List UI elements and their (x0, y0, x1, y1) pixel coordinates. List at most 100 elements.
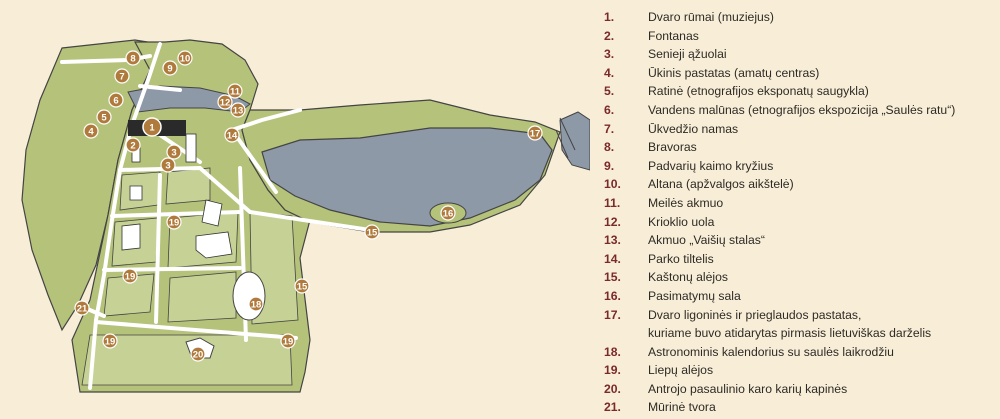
legend-item-text: Antrojo pasaulinio karo karių kapinės (648, 381, 848, 396)
legend-item-text: Ūkvedžio namas (648, 121, 739, 136)
svg-text:18: 18 (251, 300, 262, 311)
legend-item-text: Fontanas (648, 28, 699, 43)
svg-text:6: 6 (113, 96, 118, 107)
legend-item: 19. Liepų alėjos (604, 361, 996, 380)
legend-item-number: 21. (604, 400, 621, 415)
marker-11[interactable]: 11 (227, 83, 243, 99)
legend-item-number: 10. (604, 177, 621, 192)
legend-item: 10.Altana (apžvalgos aikštelė) (604, 175, 996, 194)
legend-item-number: 5. (604, 84, 615, 99)
legend-item-number: 17. (604, 307, 621, 322)
marker-15b[interactable]: 15 (294, 278, 310, 294)
svg-text:17: 17 (530, 129, 541, 140)
legend-item: 8.Bravoras (604, 138, 996, 157)
svg-text:5: 5 (101, 113, 107, 124)
svg-text:16: 16 (443, 209, 454, 220)
svg-text:21: 21 (77, 304, 88, 315)
marker-18[interactable]: 18 (248, 296, 264, 312)
legend-item-number: 11. (604, 195, 621, 210)
legend-item: 11. Meilės akmuo (604, 194, 996, 213)
legend-item: 14.Parko tiltelis (604, 250, 996, 269)
legend-item-number: 13. (604, 233, 621, 248)
legend-item-text: Liepų alėjos (648, 363, 714, 378)
legend-item-text: Padvarių kaimo kryžius (648, 158, 774, 173)
legend-item-text: Akmuo „Vaišių stalas“ (648, 233, 765, 248)
building-2 (185, 133, 197, 163)
legend-item-number: 7. (604, 121, 615, 136)
astronomical-calendar-area (232, 271, 266, 321)
legend-item-text: Parko tiltelis (648, 251, 714, 266)
marker-10[interactable]: 10 (177, 50, 193, 66)
building-lot-d (129, 185, 143, 201)
legend-item-text: Mūrinė tvora (648, 400, 716, 415)
legend-item-number: 20. (604, 381, 621, 396)
legend-item-text: Ratinė (etnografijos eksponatų saugykla) (648, 84, 869, 99)
legend-item: 4.Ūkinis pastatas (amatų centras) (604, 64, 996, 83)
legend-item-text: Vandens malūnas (etnografijos ekspozicij… (648, 102, 956, 117)
marker-12[interactable]: 12 (217, 94, 233, 110)
legend-item: 17. Dvaro ligoninės ir prieglaudos pastat… (604, 306, 996, 343)
svg-text:4: 4 (88, 127, 94, 138)
legend-item-text: Krioklio uola (648, 214, 715, 229)
svg-text:7: 7 (119, 72, 124, 83)
marker-13[interactable]: 13 (230, 102, 246, 118)
legend-item: 3. Senieji ąžuolai (604, 45, 996, 64)
marker-4[interactable]: 4 (83, 123, 99, 139)
building-block-a (201, 199, 223, 227)
legend-item: 21. Mūrinė tvora (604, 398, 996, 417)
legend-item: 6. Vandens malūnas (etnografijos ekspozic… (604, 101, 996, 120)
svg-text:20: 20 (193, 350, 204, 361)
legend-item-number: 15. (604, 270, 621, 285)
marker-3b[interactable]: 3 (160, 157, 176, 173)
legend-item-number: 19. (604, 363, 621, 378)
marker-20[interactable]: 20 (190, 346, 206, 362)
marker-8[interactable]: 8 (125, 50, 141, 66)
marker-19c[interactable]: 19 (102, 333, 118, 349)
marker-5[interactable]: 5 (96, 109, 112, 125)
svg-text:3: 3 (171, 148, 176, 159)
legend-item: 1.Dvaro rūmai (muziejus) (604, 8, 996, 27)
legend-item-text: Kaštonų alėjos (648, 270, 728, 285)
marker-19d[interactable]: 19 (280, 333, 296, 349)
marker-6[interactable]: 6 (108, 92, 124, 108)
marker-17[interactable]: 17 (527, 125, 543, 141)
svg-text:14: 14 (227, 131, 238, 142)
legend-item-text: Senieji ąžuolai (648, 47, 727, 62)
marker-3a[interactable]: 3 (166, 144, 182, 160)
legend-item-number: 3. (604, 47, 615, 62)
legend-item-number: 6. (604, 102, 615, 117)
marker-15a[interactable]: 15 (364, 224, 380, 240)
marker-2[interactable]: 2 (125, 137, 141, 153)
legend-item-text: Meilės akmuo (648, 195, 724, 210)
east-bridge (555, 117, 576, 159)
legend-item-number: 8. (604, 140, 615, 155)
svg-text:3: 3 (165, 161, 170, 172)
marker-1[interactable]: 1 (142, 117, 162, 137)
legend-item: 16.Pasimatymų sala (604, 287, 996, 306)
marker-9[interactable]: 9 (162, 60, 178, 76)
marker-14[interactable]: 14 (224, 127, 240, 143)
marker-7[interactable]: 7 (114, 68, 130, 84)
svg-text:2: 2 (130, 141, 135, 152)
map-legend: 1.Dvaro rūmai (muziejus)2. Fontanas 3. Seni… (604, 8, 996, 417)
svg-text:8: 8 (130, 54, 135, 65)
marker-19b[interactable]: 19 (122, 268, 138, 284)
lake (261, 127, 553, 227)
marker-16[interactable]: 16 (440, 205, 456, 221)
legend-item: 18.Astronominis kalendorius su saulės la… (604, 343, 996, 362)
svg-text:19: 19 (105, 337, 116, 348)
legend-item-text: Pasimatymų sala (648, 288, 741, 303)
legend-item: 15. Kaštonų alėjos (604, 268, 996, 287)
park-map: 1 2 3 3 4 5 6 7 8 9 10 11 12 13 14 15 15… (21, 39, 590, 393)
marker-21[interactable]: 21 (74, 300, 90, 316)
legend-item-number: 9. (604, 158, 615, 173)
building-lot-c (121, 223, 141, 251)
legend-item-text: Ūkinis pastatas (amatų centras) (648, 65, 820, 80)
legend-item-number: 2. (604, 28, 615, 43)
lawn-parcel-8 (81, 334, 293, 386)
legend-item-number: 1. (604, 10, 615, 24)
legend-item-number: 12. (604, 214, 621, 229)
svg-text:12: 12 (220, 98, 231, 109)
legend-item-text: Dvaro ligoninės ir prieglaudos pastatas,… (648, 307, 932, 341)
marker-19a[interactable]: 19 (166, 214, 182, 230)
